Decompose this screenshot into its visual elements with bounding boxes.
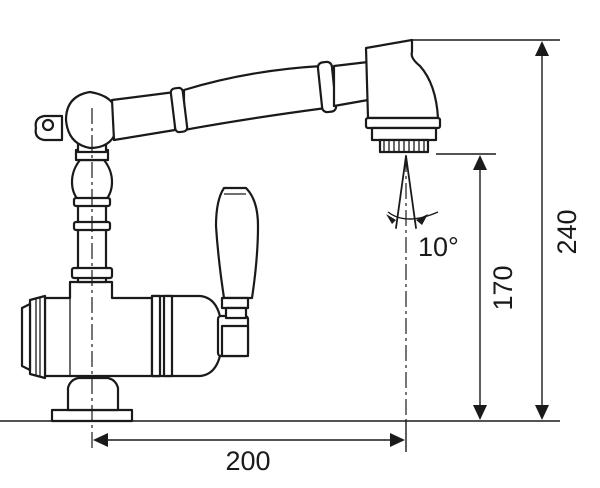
faucet-body: [43, 280, 162, 412]
spray-angle-label: 10°: [418, 232, 459, 262]
spout-arm: [110, 60, 370, 142]
dimension-height-spout-label: 170: [488, 265, 518, 310]
valve-housing: [150, 294, 250, 378]
dimension-height-spout: [473, 155, 487, 420]
dimension-height-total: [535, 41, 549, 420]
aerator-knurl: [383, 141, 425, 151]
swivel-head: [34, 90, 118, 150]
dimension-reach: [93, 433, 405, 447]
dimension-reach-label: 200: [225, 446, 270, 476]
spray-head: [364, 38, 442, 154]
side-cap: [20, 294, 47, 380]
dimension-height-total-label: 240: [552, 209, 582, 254]
spray-angle-indicator: [386, 155, 439, 229]
lever-handle[interactable]: [214, 186, 260, 320]
